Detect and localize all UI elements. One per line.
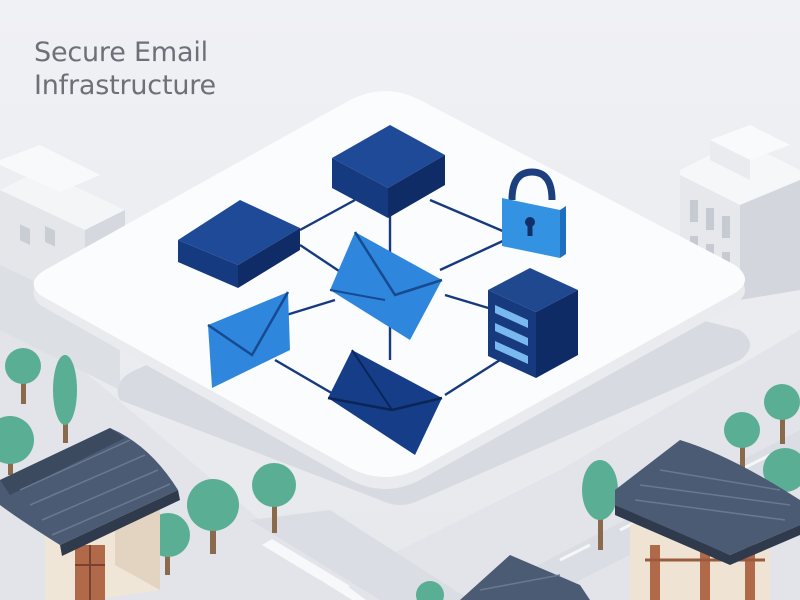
server-rack-icon — [488, 268, 578, 378]
server-block-icon — [178, 200, 300, 288]
tree — [53, 355, 77, 443]
network-lines — [269, 198, 506, 397]
padlock-icon — [502, 168, 566, 258]
title-line-2: Infrastructure — [34, 70, 216, 101]
envelope-icon — [329, 231, 443, 340]
server-block-icon — [332, 125, 445, 218]
tree — [416, 581, 444, 600]
traditional-house-right — [615, 440, 800, 600]
tree — [0, 416, 34, 475]
tree — [252, 463, 296, 533]
tree — [724, 412, 760, 470]
roof-bottom-center — [460, 555, 590, 600]
tree — [5, 348, 41, 404]
street — [250, 510, 470, 600]
traditional-house-left — [0, 428, 180, 600]
tree — [764, 384, 800, 444]
tree — [187, 479, 239, 554]
page-title: Secure Email Infrastructure — [34, 36, 216, 102]
trees — [0, 348, 800, 600]
envelope-icon — [327, 349, 443, 455]
crosswalk — [262, 539, 366, 600]
envelope-icon — [207, 291, 290, 388]
tree — [582, 460, 618, 550]
title-line-1: Secure Email — [34, 37, 208, 68]
building-right — [680, 125, 800, 300]
